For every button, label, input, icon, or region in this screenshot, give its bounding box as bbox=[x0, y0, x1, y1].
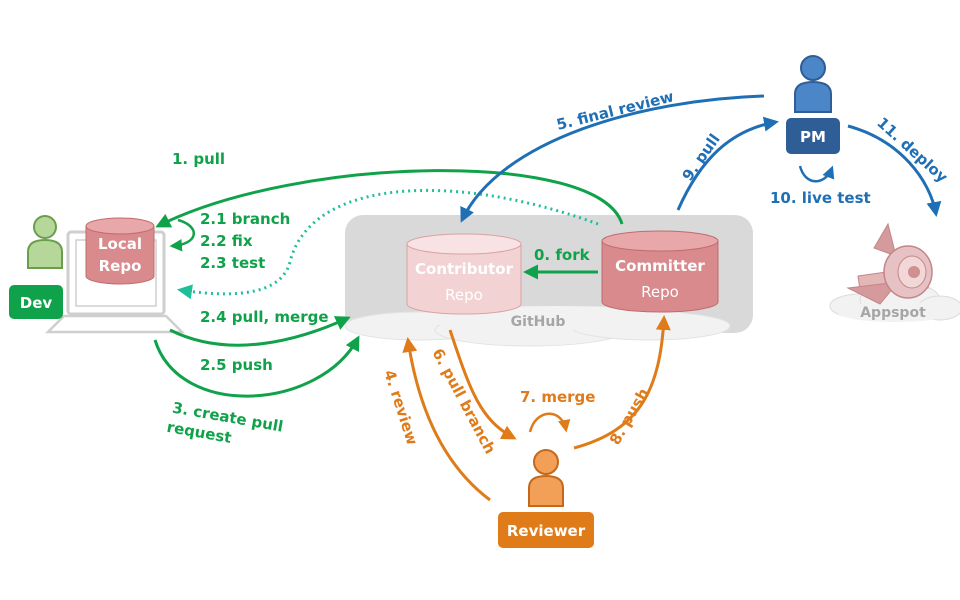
committer-repo-label-2: Repo bbox=[641, 283, 679, 301]
step-pull: 1. pull bbox=[172, 150, 225, 168]
pm-person-icon bbox=[794, 55, 832, 113]
committer-repo-label-1: Committer bbox=[615, 257, 705, 275]
dev-label: Dev bbox=[20, 294, 53, 312]
step-deploy: 11. deploy bbox=[873, 114, 951, 187]
step-reviewer-push: 8. push bbox=[606, 385, 653, 448]
reviewer-person-icon bbox=[528, 449, 564, 507]
contributor-repo-label-1: Contributor bbox=[415, 260, 514, 278]
arrow-live-test-loop bbox=[798, 165, 835, 183]
arrow-push-github bbox=[169, 316, 351, 347]
reviewer-badge: Reviewer bbox=[498, 512, 594, 548]
arrow-final-review bbox=[460, 94, 765, 223]
jet-engine-icon bbox=[846, 222, 933, 305]
reviewer-label: Reviewer bbox=[507, 522, 586, 540]
dev-person-icon bbox=[27, 215, 63, 269]
arrow-reviewer-push bbox=[573, 315, 671, 450]
arrow-create-pull-request bbox=[153, 335, 360, 398]
local-repo-label-1: Local bbox=[98, 235, 142, 253]
step-pull-merge: 2.4 pull, merge bbox=[200, 308, 329, 326]
step-fix: 2.2 fix bbox=[200, 232, 253, 250]
step-live-test: 10. live test bbox=[770, 189, 871, 207]
committer-repo: Committer Repo bbox=[601, 230, 719, 313]
appspot-logo: Appspot bbox=[829, 222, 960, 322]
arrow-review bbox=[402, 337, 491, 502]
arrow-deploy bbox=[847, 124, 942, 217]
step-test: 2.3 test bbox=[200, 254, 265, 272]
arrow-branch-loop bbox=[169, 218, 196, 252]
step-create-pull-request: 3. create pull request bbox=[165, 399, 284, 447]
dev-badge: Dev bbox=[9, 285, 63, 319]
arrow-pull-merge-dotted bbox=[177, 188, 599, 300]
step-final-review: 5. final review bbox=[555, 87, 676, 134]
step-fork: 0. fork bbox=[534, 246, 591, 264]
appspot-label: Appspot bbox=[860, 305, 926, 321]
step-branch: 2.1 branch bbox=[200, 210, 290, 228]
github-label: GitHub bbox=[511, 314, 566, 330]
arrow-merge-loop bbox=[528, 412, 571, 433]
step-merge: 7. merge bbox=[520, 388, 595, 406]
local-repo: Local Repo bbox=[85, 217, 155, 285]
arrow-pull-branch bbox=[448, 329, 517, 440]
step-pm-pull: 9. pull bbox=[679, 131, 724, 185]
pm-label: PM bbox=[800, 128, 826, 146]
step-push: 2.5 push bbox=[200, 356, 273, 374]
arrow-pull bbox=[155, 169, 624, 228]
contributor-repo-label-2: Repo bbox=[445, 286, 483, 304]
pm-badge: PM bbox=[786, 118, 840, 154]
contributor-repo: Contributor Repo bbox=[406, 233, 522, 315]
arrow-pm-pull bbox=[676, 116, 779, 211]
local-repo-label-2: Repo bbox=[99, 257, 142, 275]
